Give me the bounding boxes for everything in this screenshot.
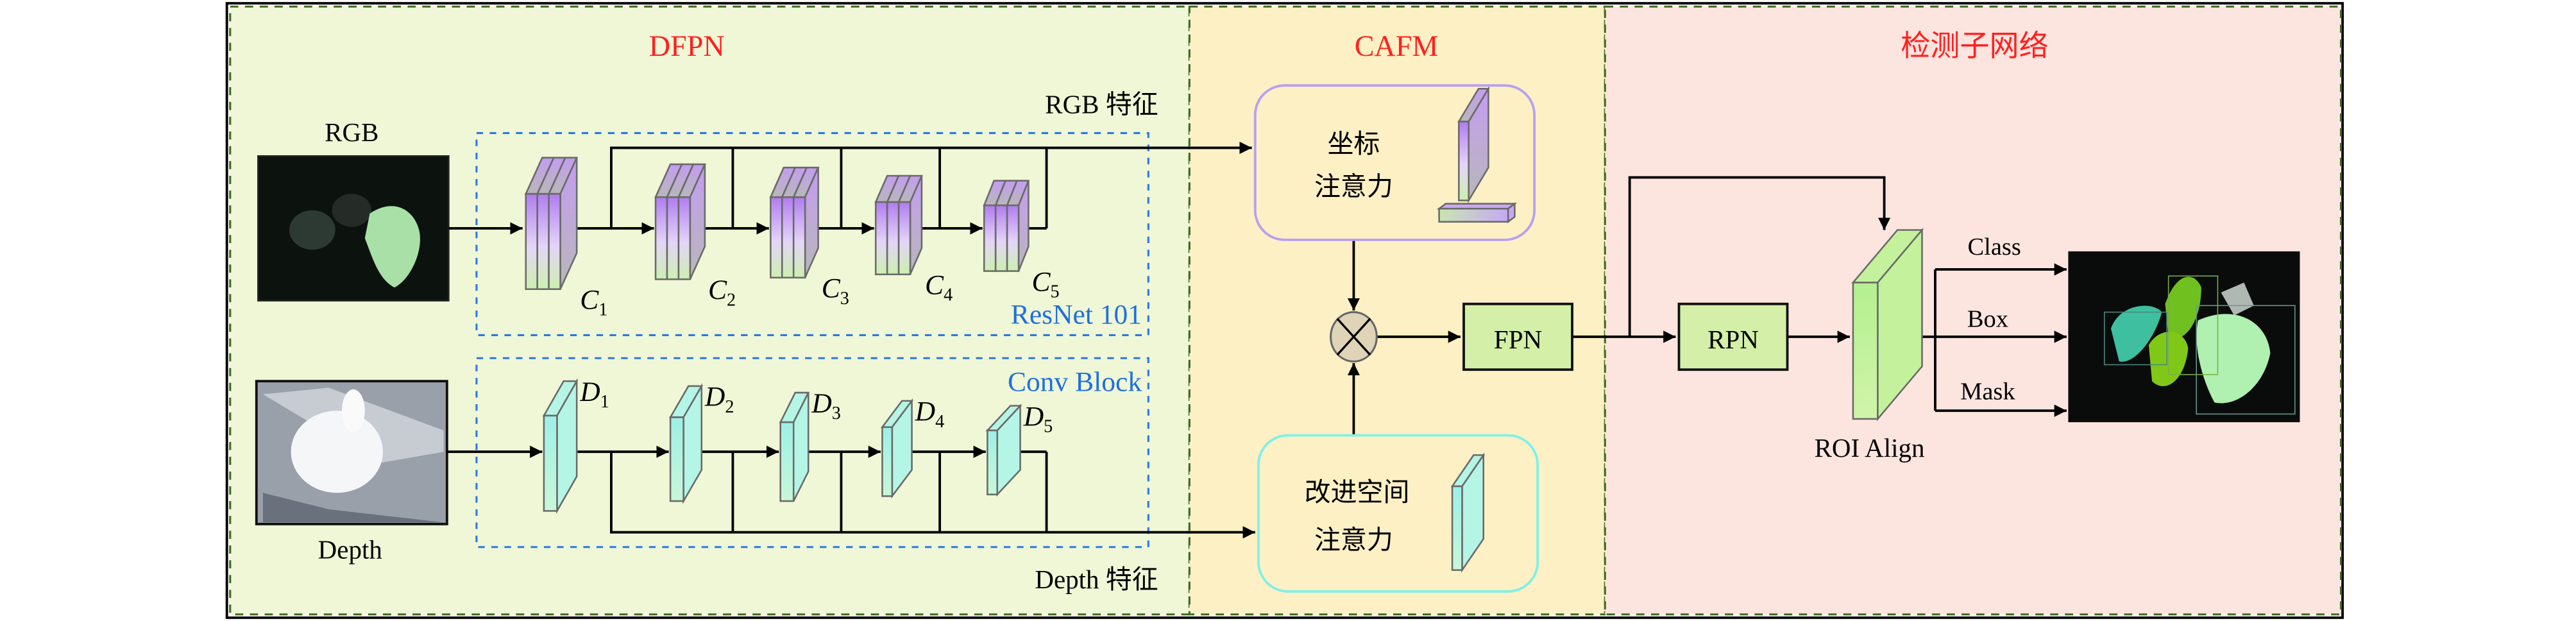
slab-front [1458, 121, 1470, 201]
rgb-feature-stack-c3: C3 [769, 166, 849, 309]
rgb-feature-stack-c2: C2 [654, 163, 736, 310]
resnet-box [475, 132, 1149, 336]
layer-subscript: 1 [600, 392, 609, 412]
layer-subscript: 1 [598, 300, 607, 320]
layer-subscript: 2 [727, 290, 736, 310]
depth-feature-d5: D5 [985, 401, 1053, 497]
layer-subscript: 2 [725, 397, 734, 417]
rgb-feature-stack-c4: C4 [874, 174, 953, 305]
slab-front [536, 192, 550, 290]
dfpn-title: DFPN [649, 30, 725, 62]
layer-subscript: 3 [840, 289, 849, 309]
rgb-feature-arrow [610, 141, 1252, 228]
slab-front [1852, 282, 1879, 420]
slab-front [525, 192, 538, 290]
resnet-label: ResNet 101 [1011, 299, 1142, 330]
coordinate-attention-slab-icon [1436, 85, 1518, 224]
depth-label: Depth [318, 535, 382, 565]
depth-feature-label: Depth 特征 [1035, 565, 1158, 594]
coordinate-attention-label-2: 注意力 [1314, 172, 1393, 201]
fpn-block: FPN [1462, 302, 1573, 371]
spatial-attention-label-1: 改进空间 [1305, 477, 1410, 507]
slab-front [1438, 207, 1509, 223]
slab-front [666, 196, 680, 280]
slab-front [669, 416, 684, 502]
spatial-attention-box [1257, 434, 1539, 593]
slab-front [781, 196, 795, 279]
circled-times-icon [1330, 311, 1378, 362]
output-result-image [2068, 251, 2300, 423]
slab-front [886, 201, 900, 275]
slab-front [677, 196, 691, 280]
rpn-block: RPN [1677, 302, 1789, 371]
slab-front [548, 192, 561, 290]
slab-front [994, 204, 1008, 272]
layer-subscript: 4 [944, 285, 953, 305]
roi-align-label: ROI Align [1815, 433, 1925, 463]
conv-block-label: Conv Block [1008, 366, 1142, 397]
rgb-input-image [257, 155, 450, 302]
depth-feature-d2: D2 [668, 382, 734, 504]
rgb-label: RGB [325, 117, 378, 147]
slab-front [770, 196, 783, 279]
slab-front [874, 201, 888, 275]
slab-front [543, 414, 558, 512]
slab-front [881, 426, 894, 497]
conv-block-box [475, 357, 1149, 549]
slab-front [779, 421, 795, 502]
fpn-label: FPN [1494, 325, 1542, 354]
layer-subscript: 5 [1051, 282, 1060, 302]
roi-align-block [1851, 228, 1924, 421]
depth-feature-arrow [610, 452, 1255, 539]
slab-front [1006, 204, 1020, 272]
slab-front [792, 196, 806, 279]
connections [446, 141, 2067, 539]
fpn-to-roi-arrow [1628, 176, 1891, 337]
slab-front [897, 201, 911, 275]
depth-input-image [255, 380, 448, 525]
output-class-label: Class [1968, 234, 2021, 260]
slab-front [983, 204, 997, 272]
output-mask-label: Mask [1960, 378, 2015, 405]
coordinate-attention-label-1: 坐标 [1327, 129, 1380, 158]
layer-subscript: 5 [1044, 417, 1053, 437]
outer-frame [225, 2, 2344, 619]
cafm-title: CAFM [1355, 30, 1439, 62]
layer-subscript: 3 [832, 404, 841, 423]
spatial-attention-label-2: 注意力 [1314, 525, 1393, 554]
slab-front [1451, 485, 1463, 571]
detection-title: 检测子网络 [1901, 30, 2048, 62]
coordinate-attention-box [1253, 84, 1536, 241]
rgb-feature-label: RGB 特征 [1045, 90, 1158, 119]
layer-subscript: 4 [935, 412, 944, 432]
slab-front [654, 196, 668, 280]
output-box-label: Box [1967, 306, 2008, 333]
depth-feature-d4: D4 [880, 396, 944, 499]
rpn-label: RPN [1707, 325, 1759, 354]
slab-front [987, 429, 999, 496]
depth-feature-d1: D1 [542, 377, 609, 515]
spatial-attention-slab-icon [1450, 452, 1486, 573]
